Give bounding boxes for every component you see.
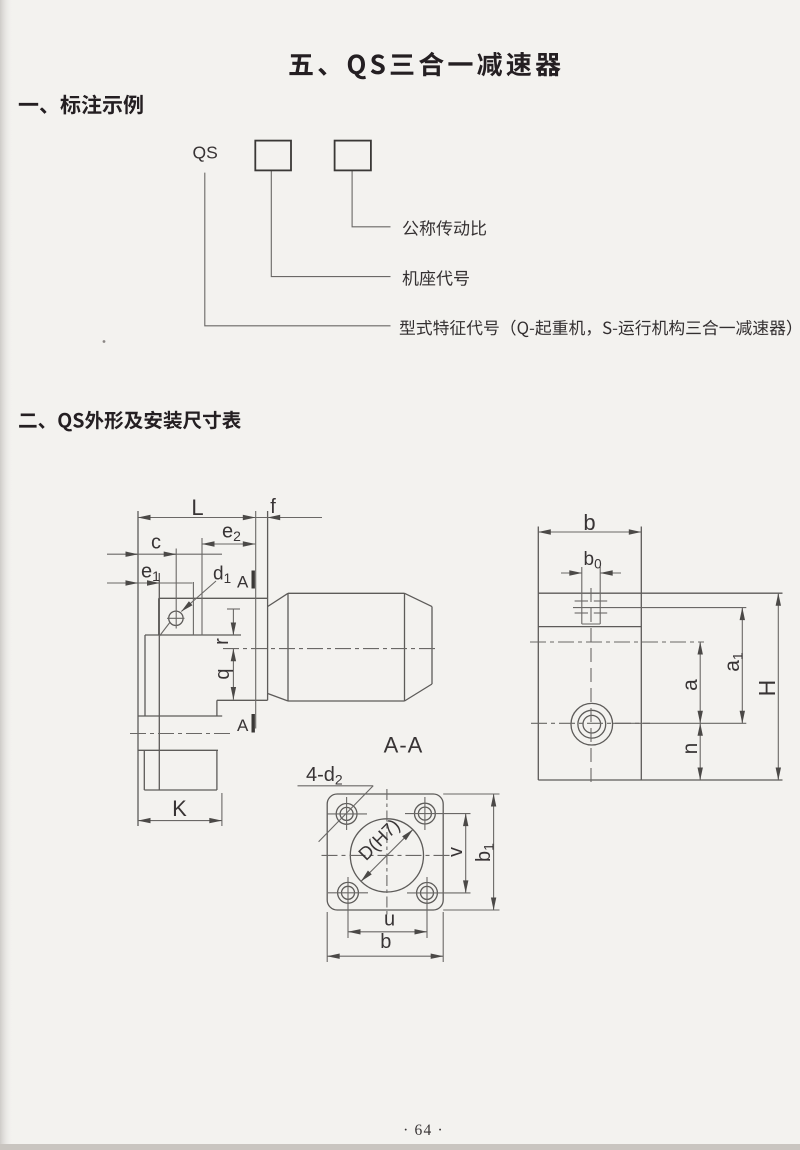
svg-text:· 64 ·: · 64 · [403, 1122, 444, 1139]
svg-text:r: r [211, 638, 233, 645]
svg-text:QS: QS [193, 143, 218, 163]
svg-text:n: n [679, 743, 702, 755]
svg-text:u: u [384, 909, 395, 931]
svg-text:b: b [380, 931, 391, 953]
svg-text:c: c [151, 532, 161, 554]
svg-text:H: H [754, 680, 780, 697]
svg-text:a: a [679, 679, 702, 691]
svg-text:q: q [212, 668, 234, 679]
svg-text:A-A: A-A [384, 733, 424, 758]
svg-text:f: f [270, 496, 276, 518]
svg-text:A: A [237, 573, 249, 592]
svg-text:A: A [237, 716, 249, 735]
svg-text:b: b [583, 510, 595, 535]
svg-text:4-d2: 4-d2 [306, 764, 343, 788]
svg-text:v: v [445, 847, 467, 857]
svg-text:L: L [191, 495, 203, 520]
svg-text:K: K [172, 796, 187, 821]
